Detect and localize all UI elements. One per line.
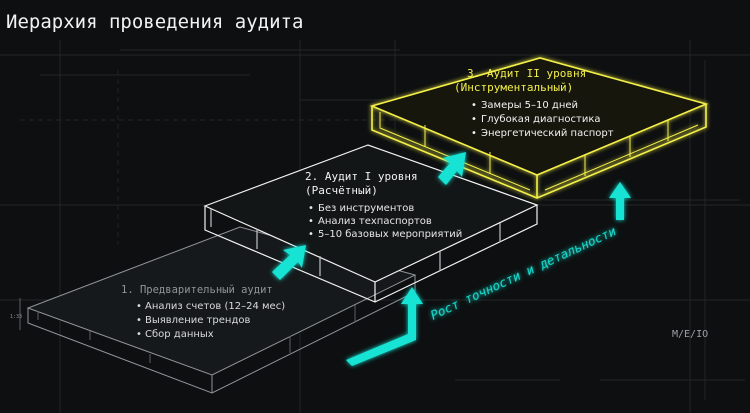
page-title: Иерархия проведения аудита — [6, 11, 303, 33]
level2-bullet-2: Анализ техпаспортов — [318, 216, 432, 227]
level1-bullet-dot: • — [136, 315, 142, 326]
level2-slab — [203, 144, 539, 303]
signature: M/E/IO — [672, 329, 708, 340]
level2-bullets: • Без инструментов • Анализ техпаспортов… — [308, 203, 462, 240]
level2-subtitle: (Расчётный) — [305, 184, 378, 197]
level2-title: 2. Аудит I уровня — [305, 170, 418, 183]
level3-bullet-dot: • — [471, 128, 477, 139]
level3-bullet-dot: • — [471, 114, 477, 125]
level2-bullet-dot: • — [308, 216, 314, 227]
level3-title: 3. Аудит II уровня — [467, 67, 586, 80]
level3-bullet-1: Замеры 5–10 дней — [481, 100, 578, 111]
level2-bullet-dot: • — [308, 229, 314, 240]
level2-bullet-1: Без инструментов — [318, 203, 414, 214]
growth-arrow-2-icon — [438, 152, 466, 185]
scale-mark: 1:33 — [10, 314, 22, 320]
level3-bullet-dot: • — [471, 100, 477, 111]
growth-arrow-1-icon — [272, 245, 306, 280]
level2-bullet-3: 5–10 базовых мероприятий — [318, 229, 462, 240]
level3-bullet-2: Глубокая диагностика — [481, 114, 601, 125]
level2-bullet-dot: • — [308, 203, 314, 214]
level1-bullet-3: Сбор данных — [145, 329, 214, 340]
level3-bullets: • Замеры 5–10 дней • Глубокая диагностик… — [471, 100, 614, 139]
level1-title: 1. Предварительный аудит — [121, 284, 273, 296]
growth-bent-arrow-icon — [346, 287, 423, 366]
level3-slab — [369, 57, 709, 199]
level1-bullet-2: Выявление трендов — [145, 315, 250, 326]
level1-slab — [19, 226, 417, 394]
growth-arrows — [272, 152, 631, 366]
level3-subtitle: (Инструментальный) — [454, 81, 573, 94]
level3-bullet-3: Энергетический паспорт — [481, 128, 614, 139]
level1-bullet-dot: • — [136, 301, 142, 312]
level1-bullet-1: Анализ счетов (12–24 мес) — [145, 301, 285, 312]
level1-bullet-dot: • — [136, 329, 142, 340]
growth-arrow-3-icon — [609, 182, 631, 220]
level1-bullets: • Анализ счетов (12–24 мес) • Выявление … — [136, 301, 285, 340]
